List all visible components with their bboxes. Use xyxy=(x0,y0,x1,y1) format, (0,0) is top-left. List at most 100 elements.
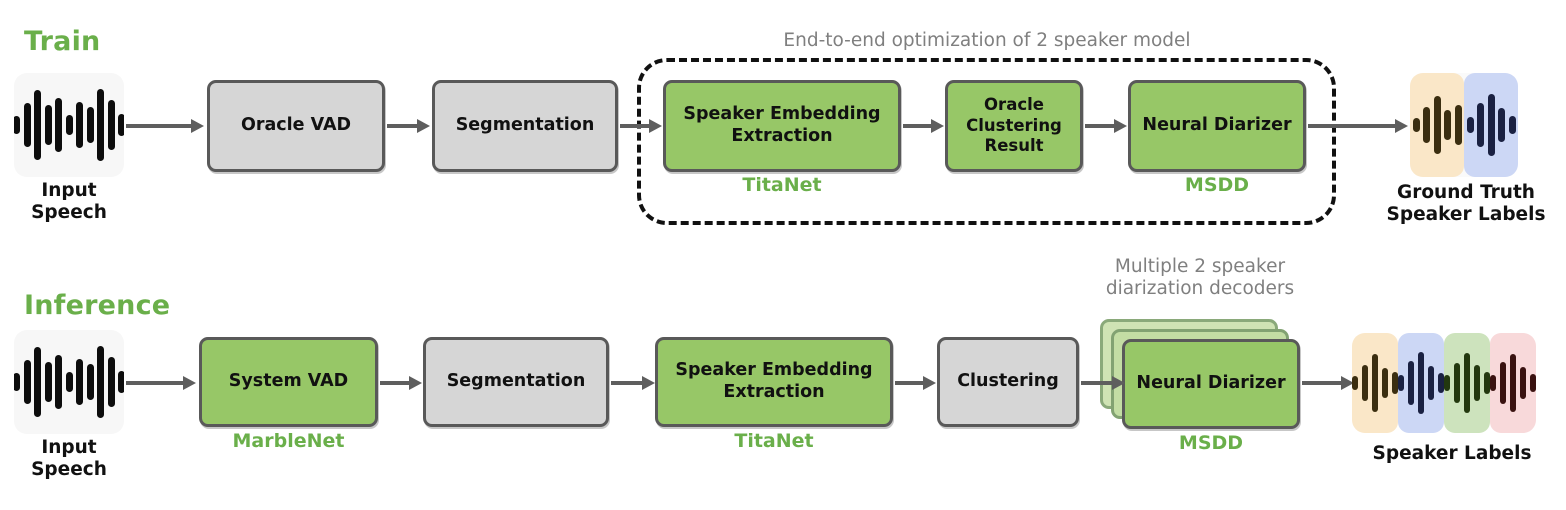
waveform-bar xyxy=(1489,375,1497,391)
end-to-end-group-outline xyxy=(637,58,1336,225)
waveform-bar xyxy=(1437,373,1445,393)
inference-model-name-marblenet: MarbleNet xyxy=(232,430,345,452)
arrow-right-icon-train-1 xyxy=(126,119,204,133)
waveform-bar xyxy=(65,372,73,392)
speaker-segment-1 xyxy=(1410,73,1464,177)
arrow-right-icon-train-2 xyxy=(387,119,430,133)
waveform-bar xyxy=(1477,103,1484,147)
inference-box-segmentation[interactable]: Segmentation xyxy=(423,337,609,427)
inference-box-neural-diarizer[interactable]: Neural Diarizer xyxy=(1122,339,1300,429)
stage-label-inference: Inference xyxy=(24,290,171,321)
waveform-bar xyxy=(86,364,94,400)
waveform-bar xyxy=(1381,368,1389,398)
waveform-bar xyxy=(1499,362,1507,404)
waveform-bar xyxy=(55,355,62,409)
waveform-bar xyxy=(1509,354,1517,412)
train-box-oracle-clustering-result-label: Oracle Clustering Result xyxy=(966,95,1062,156)
multiple-decoders-annotation: Multiple 2 speaker diarization decoders xyxy=(1105,256,1295,300)
waveform-bar xyxy=(1361,365,1369,401)
speaker-segment-3 xyxy=(1443,333,1491,433)
train-box-speaker-embedding-extraction-label: Speaker Embedding Extraction xyxy=(683,104,881,146)
input-speech-waveform-icon-inference xyxy=(14,330,124,434)
waveform-bar xyxy=(97,89,104,161)
waveform-bar xyxy=(1417,352,1425,414)
waveform-bar xyxy=(107,357,115,407)
waveform-bar xyxy=(107,100,115,150)
waveform-bar xyxy=(76,359,83,405)
inference-box-system-vad-label: System VAD xyxy=(228,371,349,392)
stage-label-train: Train xyxy=(24,26,101,57)
train-model-name-titanet: TitaNet xyxy=(742,174,822,196)
train-model-name-msdd: MSDD xyxy=(1184,174,1250,196)
arrow-right-icon-inference-1 xyxy=(126,376,196,390)
waveform-bar xyxy=(1444,110,1451,140)
train-box-neural-diarizer-label: Neural Diarizer xyxy=(1142,115,1292,136)
waveform-bar xyxy=(76,102,83,148)
inference-box-speaker-embedding-extraction-label: Speaker Embedding Extraction xyxy=(675,360,873,402)
arrow-right-icon-train-6 xyxy=(1308,119,1408,133)
waveform-bar xyxy=(1412,118,1420,132)
arrow-right-icon-train-4 xyxy=(903,119,944,133)
train-box-segmentation-label: Segmentation xyxy=(455,115,595,136)
train-box-oracle-clustering-result[interactable]: Oracle Clustering Result xyxy=(945,80,1083,172)
waveform-bar xyxy=(55,98,62,152)
waveform-bar xyxy=(1508,116,1516,134)
waveform-bar xyxy=(1529,374,1536,392)
waveform-bar xyxy=(65,115,73,135)
ground-truth-caption: Ground Truth Speaker Labels xyxy=(1386,182,1546,225)
inference-box-neural-diarizer-label: Neural Diarizer xyxy=(1136,373,1286,394)
waveform-bar xyxy=(14,116,20,134)
inference-box-system-vad[interactable]: System VAD xyxy=(199,337,378,427)
waveform-bar xyxy=(118,114,124,136)
train-box-oracle-vad[interactable]: Oracle VAD xyxy=(207,80,385,172)
arrow-right-icon-inference-4 xyxy=(895,376,936,390)
waveform-bar xyxy=(1433,96,1441,154)
waveform-bar xyxy=(1498,108,1505,142)
arrow-right-icon-inference-6 xyxy=(1302,376,1354,390)
waveform-bar xyxy=(14,373,20,391)
input-speech-caption: Input Speech xyxy=(31,180,107,223)
speaker-segment-2 xyxy=(1464,73,1518,177)
speaker-labels-icon xyxy=(1352,333,1536,433)
train-box-oracle-vad-label: Oracle VAD xyxy=(240,115,352,136)
waveform-bar xyxy=(44,362,52,402)
speaker-segment-4 xyxy=(1489,333,1536,433)
arrow-right-icon-inference-2 xyxy=(380,376,422,390)
waveform-bar xyxy=(1487,94,1495,156)
waveform-bar xyxy=(1397,375,1405,391)
waveform-bar xyxy=(23,360,31,404)
inference-box-clustering-label: Clustering xyxy=(957,371,1059,392)
input-speech-waveform-icon xyxy=(14,73,124,177)
waveform-bar xyxy=(1423,107,1430,143)
train-box-speaker-embedding-extraction[interactable]: Speaker Embedding Extraction xyxy=(663,80,901,172)
arrow-right-icon-inference-5 xyxy=(1081,376,1125,390)
ground-truth-speaker-labels-icon xyxy=(1410,73,1518,177)
inference-box-clustering[interactable]: Clustering xyxy=(937,337,1079,427)
waveform-bar xyxy=(86,107,94,143)
waveform-bar xyxy=(1454,105,1462,145)
inference-box-speaker-embedding-extraction[interactable]: Speaker Embedding Extraction xyxy=(655,337,893,427)
waveform-bar xyxy=(1453,363,1461,403)
end-to-end-optimization-annotation: End-to-end optimization of 2 speaker mod… xyxy=(783,30,1191,51)
input-speech-caption-inference: Input Speech xyxy=(31,437,107,480)
train-box-neural-diarizer[interactable]: Neural Diarizer xyxy=(1128,80,1306,172)
waveform-bar xyxy=(1371,354,1379,412)
waveform-bar xyxy=(34,347,41,417)
train-box-segmentation[interactable]: Segmentation xyxy=(432,80,618,172)
waveform-bar xyxy=(1352,376,1359,390)
arrow-right-icon-train-5 xyxy=(1085,119,1127,133)
waveform-bar xyxy=(23,103,31,147)
waveform-bar xyxy=(1473,365,1481,401)
waveform-bar xyxy=(1483,372,1491,394)
waveform-bar xyxy=(118,371,124,393)
waveform-bar xyxy=(1407,361,1415,405)
waveform-bar xyxy=(1463,353,1471,413)
arrow-right-icon-inference-3 xyxy=(611,376,655,390)
inference-model-name-msdd: MSDD xyxy=(1178,432,1244,454)
waveform-bar xyxy=(1427,366,1435,400)
waveform-bar xyxy=(97,346,104,418)
speaker-segment-1 xyxy=(1352,333,1399,433)
arrow-right-icon-train-3 xyxy=(620,119,662,133)
waveform-bar xyxy=(34,90,41,160)
